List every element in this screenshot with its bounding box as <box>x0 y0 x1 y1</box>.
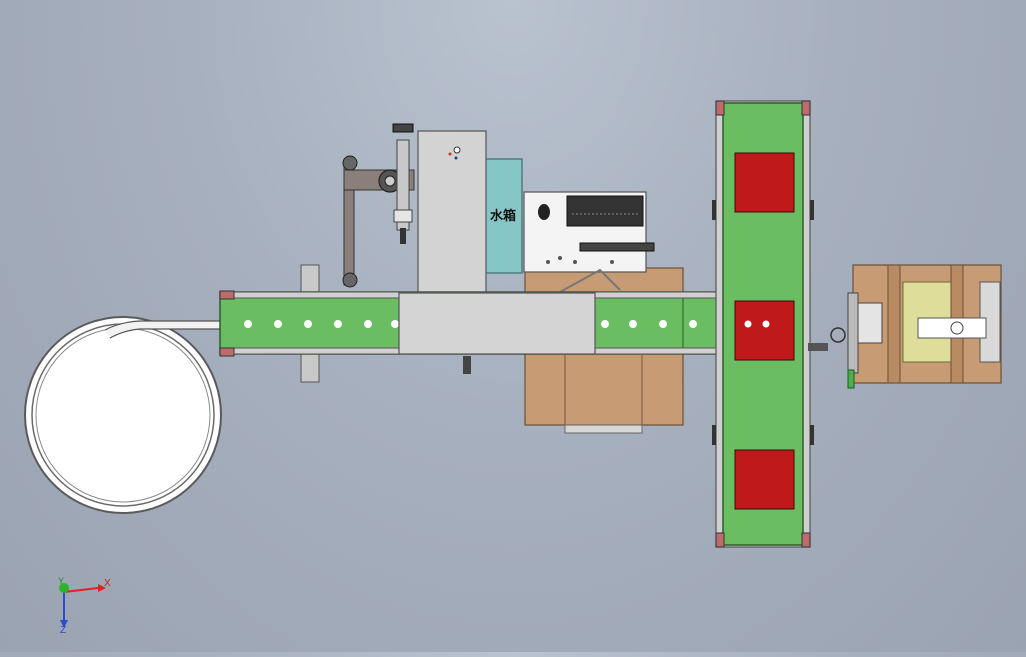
axis-triad <box>59 583 106 628</box>
water-tank-label: 水箱 <box>490 208 516 223</box>
axis-x-label: X <box>104 578 111 589</box>
sensor-knob <box>463 356 471 374</box>
axis-y-label: Y <box>58 576 64 586</box>
cover-plate <box>398 292 596 355</box>
product-blocks <box>734 152 795 510</box>
pick-arm <box>342 123 415 288</box>
pusher-assembly <box>808 264 1002 389</box>
controller-unit <box>523 191 655 293</box>
round-hopper <box>24 316 222 514</box>
conveyor-holes <box>244 320 726 328</box>
print-cabinet <box>417 130 487 294</box>
axis-z-label: Z <box>60 625 66 636</box>
